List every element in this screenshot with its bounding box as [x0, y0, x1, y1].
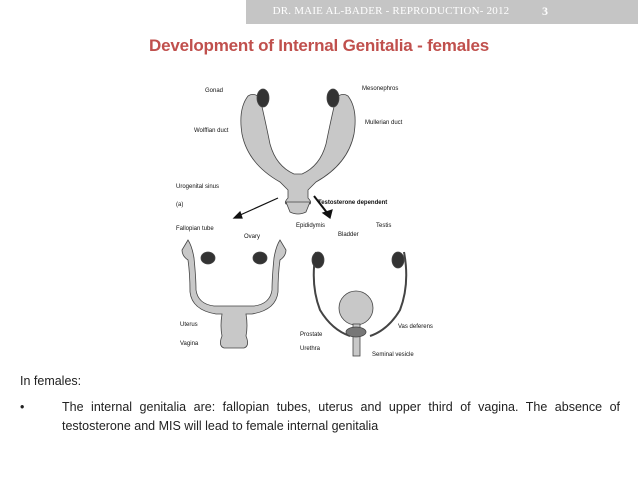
label-urethra: Urethra: [300, 346, 321, 352]
body-text: In females: • The internal genitalia are…: [20, 374, 620, 436]
bullet-item: • The internal genitalia are: fallopian …: [20, 398, 620, 436]
label-wolffian-duct: Wolffian duct: [194, 128, 229, 134]
header-bar: DR. MAIE AL-BADER - REPRODUCTION- 2012 3: [0, 0, 638, 24]
label-gonad: Gonad: [205, 88, 223, 94]
right-testis-shape: [391, 251, 405, 269]
page-number: 3: [542, 4, 548, 18]
label-mullerian-duct: Mullerian duct: [365, 120, 403, 126]
page-title: Development of Internal Genitalia - fema…: [149, 36, 489, 55]
label-prostate: Prostate: [300, 332, 323, 338]
label-epididymis: Epididymis: [296, 223, 325, 229]
arrows: [232, 195, 333, 220]
left-gonad-shape: [256, 88, 270, 108]
undifferentiated-structure: [240, 88, 356, 215]
arrow-right: [313, 195, 329, 215]
right-vas: [369, 251, 408, 337]
left-vas: [312, 251, 351, 337]
header-text: DR. MAIE AL-BADER - REPRODUCTION- 2012: [272, 5, 510, 17]
female-structure: [181, 239, 287, 349]
label-testis: Testis: [376, 223, 391, 229]
bladder-shape: [338, 290, 374, 326]
label-panel: (a): [176, 202, 183, 208]
arrowhead-right: [321, 209, 333, 220]
bullet-text: The internal genitalia are: fallopian tu…: [62, 400, 620, 433]
label-testosterone: Testosterone dependent: [318, 200, 387, 206]
header-band: [246, 0, 638, 24]
label-fallopian-tube: Fallopian tube: [176, 226, 214, 232]
right-ovary-shape: [252, 251, 268, 265]
left-testis-shape: [311, 251, 325, 269]
prostate-shape: [345, 326, 367, 338]
diagram-svg: Gonad Mesonephros Wolffian duct Mulleria…: [176, 86, 433, 358]
label-urogenital-sinus: Urogenital sinus: [176, 184, 219, 190]
label-ovary: Ovary: [244, 234, 260, 240]
arrowhead-left: [232, 210, 243, 219]
label-uterus: Uterus: [180, 322, 198, 328]
label-vas-deferens: Vas deferens: [398, 324, 433, 330]
label-bladder: Bladder: [338, 232, 359, 238]
header-blank: [0, 0, 246, 24]
label-seminal-vesicle: Seminal vesicle: [372, 352, 414, 358]
genitalia-diagram: Gonad Mesonephros Wolffian duct Mulleria…: [160, 74, 450, 364]
bullet-mark: •: [20, 400, 25, 414]
male-structure: [311, 251, 408, 357]
intro-text: In females:: [20, 374, 82, 388]
urethra-shape: [352, 323, 361, 357]
left-ovary-shape: [200, 251, 216, 265]
label-mesonephros: Mesonephros: [362, 86, 398, 92]
urogenital-sinus-shape: [285, 201, 311, 215]
arrow-left: [237, 197, 279, 217]
label-vagina: Vagina: [180, 341, 199, 347]
right-gonad-shape: [326, 88, 340, 108]
